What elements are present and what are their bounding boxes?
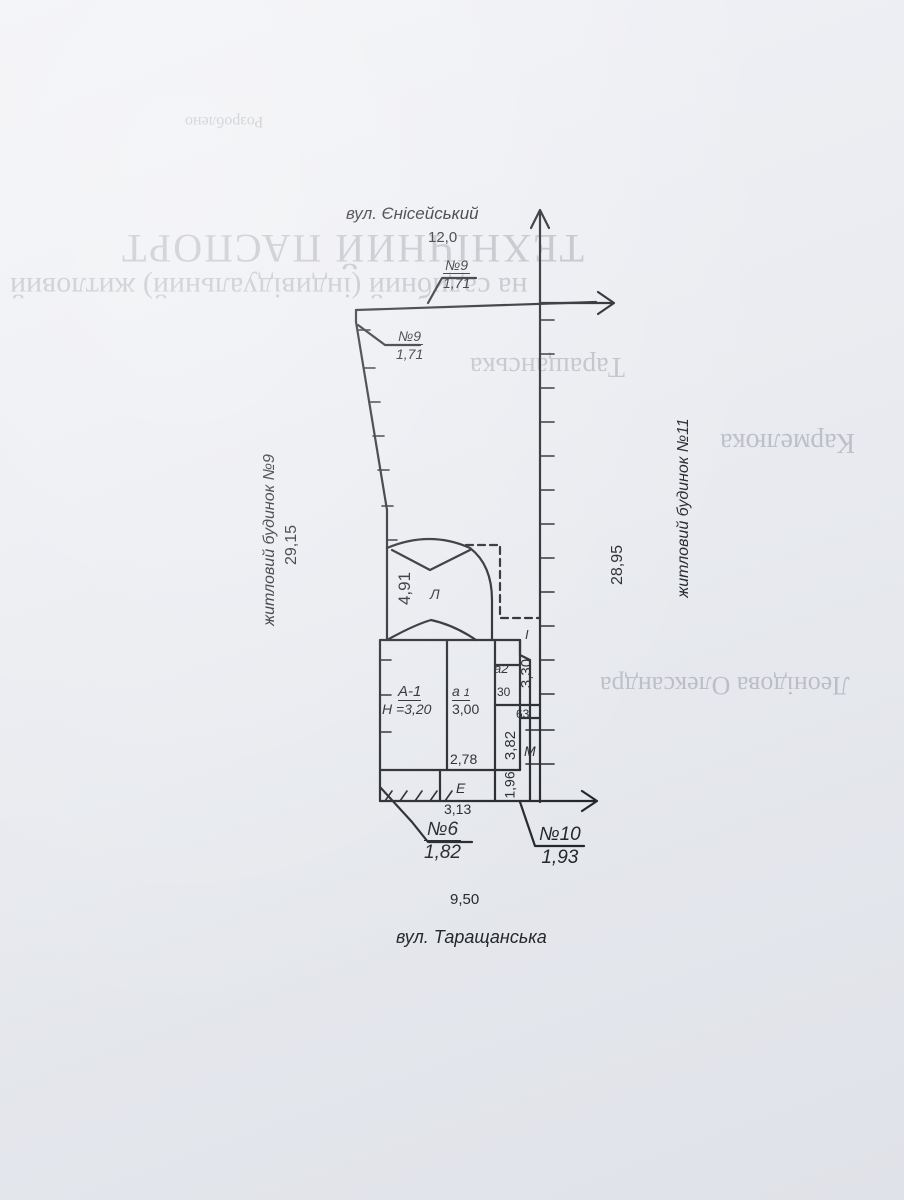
shed-dashed <box>464 543 542 620</box>
bottom-east-arrow <box>378 789 599 813</box>
room-label-a2: а2 <box>494 661 509 676</box>
right-side-label: житловий будинок №11 <box>675 418 692 598</box>
room-label-m: М <box>524 743 536 759</box>
neighbor-distance: 1,71 <box>443 275 471 291</box>
neighbor-distance: 1,82 <box>424 842 461 863</box>
dimension-3-13: 3,13 <box>444 801 472 817</box>
plot-boundary-left <box>354 308 389 550</box>
dimension-0-63: 63 <box>516 707 530 721</box>
leader-bottom-left <box>378 785 474 844</box>
leader-bottom-right <box>518 800 586 848</box>
dimension-4-91: 4,91 <box>395 571 415 606</box>
room-label-i: І <box>525 627 529 642</box>
top-east-arrow <box>538 290 616 316</box>
neighbor-bottom-right-label: №10 1,93 <box>537 825 583 867</box>
dimension-2-78: 2,78 <box>450 751 478 767</box>
leader-top-right <box>426 276 478 305</box>
leader-top-left <box>356 323 422 347</box>
dimension-top: 12,0 <box>428 229 458 246</box>
left-dimension: 29,15 <box>283 524 301 566</box>
neighbor-distance: 1,93 <box>541 847 579 868</box>
neighbor-number: №9 <box>396 329 424 345</box>
left-side-label: житловий будинок №9 <box>261 454 278 626</box>
dimension-3-00: 3,00 <box>452 701 480 717</box>
neighbor-number: №6 <box>424 820 461 841</box>
room-a2-lines <box>493 638 542 772</box>
room-label-a-text: а <box>452 683 460 699</box>
dimension-3-30: 3,30 <box>518 658 536 689</box>
room-label-a: а 1 <box>452 684 470 701</box>
neighbor-number: №9 <box>443 258 471 274</box>
dimension-bottom: 9,50 <box>450 891 480 908</box>
dimension-3-82: 3,82 <box>502 730 520 761</box>
neighbor-top-right-label: №9 1,71 <box>443 258 471 291</box>
room-divider-bottom <box>378 768 522 803</box>
room-height: Н =3,20 <box>382 701 432 717</box>
street-top-label: вул. Єнісейський <box>346 204 479 223</box>
axis-ticks <box>525 319 555 765</box>
neighbor-distance: 1,71 <box>396 346 424 362</box>
room-label-a1: А-1 <box>398 683 422 701</box>
neighbor-number: №10 <box>537 824 583 846</box>
room-label-l: Л <box>430 586 440 602</box>
dimension-1-96: 1,96 <box>501 771 518 799</box>
room-label-a-index: 1 <box>463 687 470 699</box>
shed-outline <box>385 537 494 642</box>
north-arrow-icon <box>529 208 551 230</box>
neighbor-bottom-left-label: №6 1,82 <box>424 820 461 862</box>
dimension-1-30: 30 <box>497 685 511 699</box>
neighbor-top-left-label: №9 1,71 <box>396 329 424 362</box>
right-dimension: 28,95 <box>609 544 627 586</box>
street-bottom-label: вул. Таращанська <box>396 927 547 947</box>
room-label-e: Е <box>456 780 466 796</box>
